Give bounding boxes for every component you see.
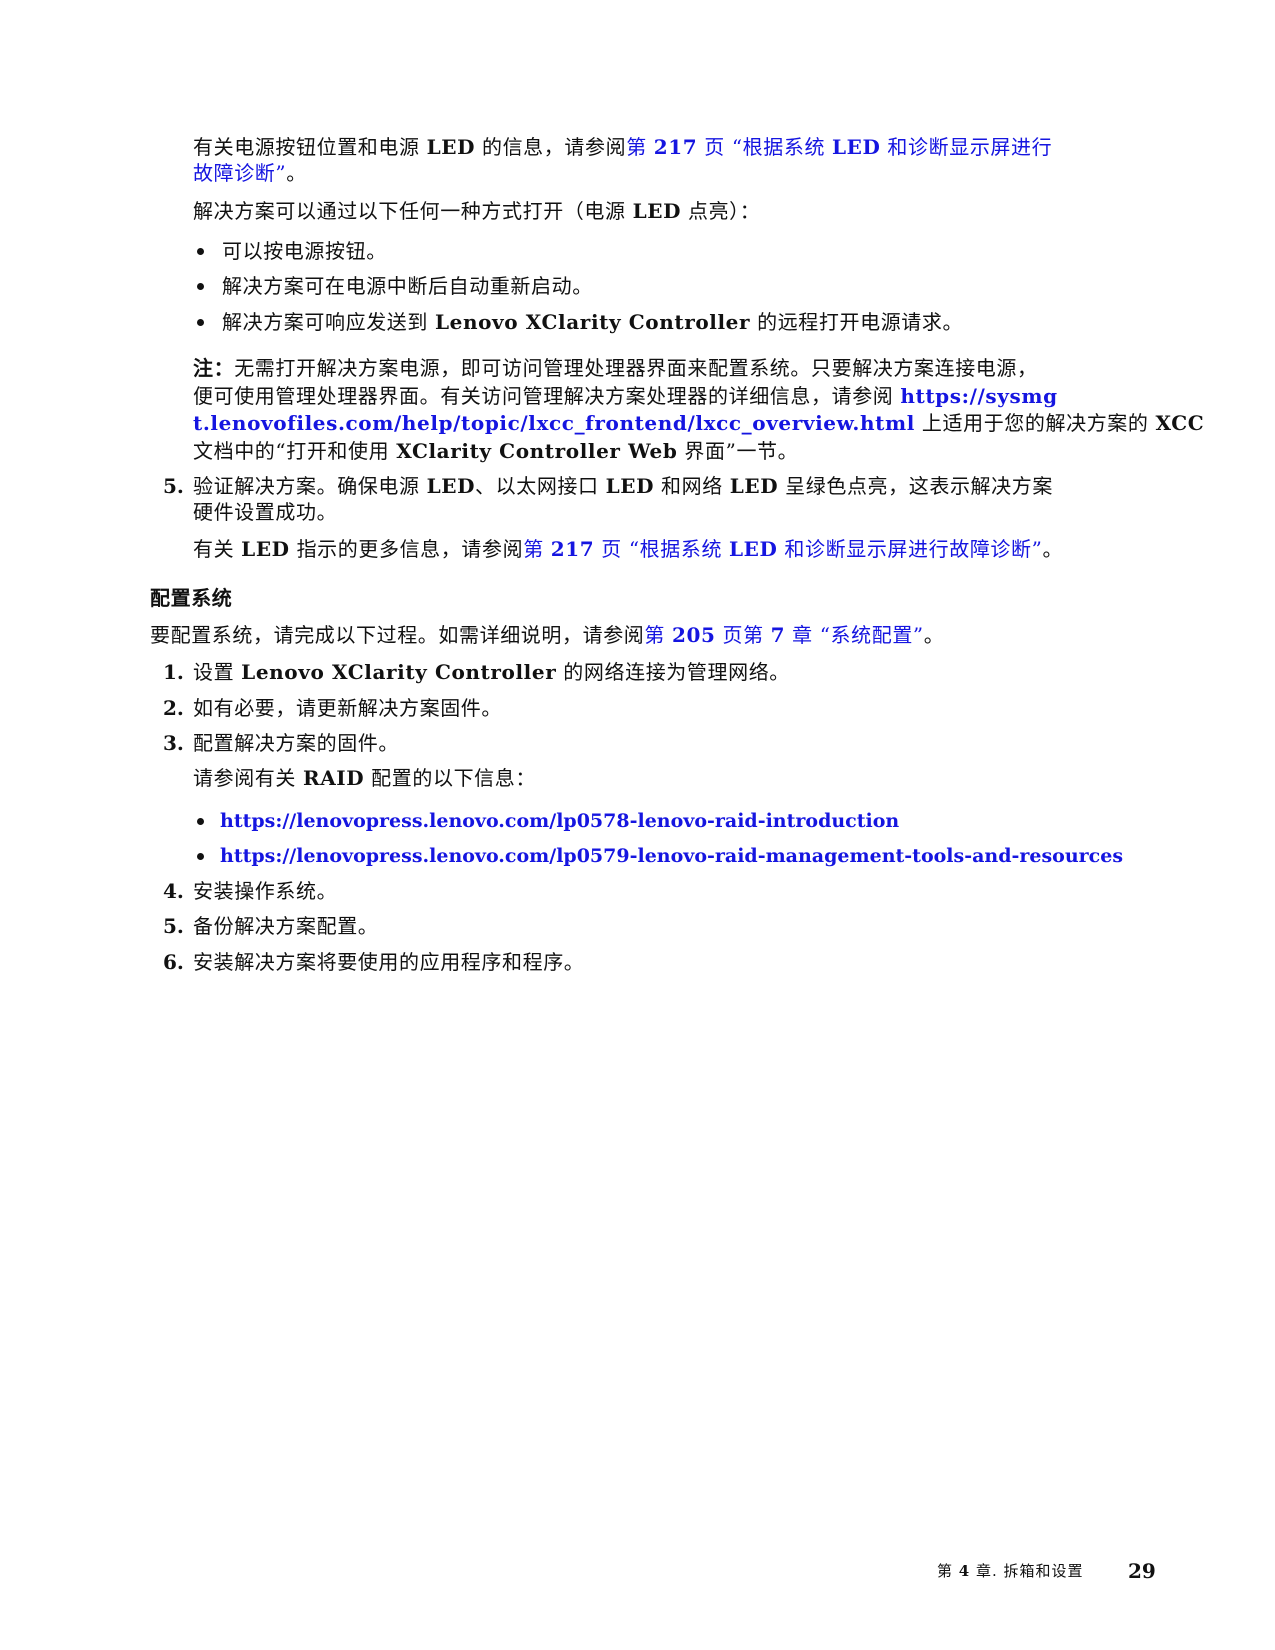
diagnostics-link-cont[interactable]: 故障诊断” [193, 161, 287, 185]
config-step-6: 安装解决方案将要使用的应用程序和程序。 [193, 950, 585, 974]
power-on-intro: 解决方案可以通过以下任何一种方式打开（电源 LED 点亮）： [193, 199, 761, 223]
led-term: LED [426, 135, 476, 159]
bullet-icon [197, 283, 204, 290]
note-line-4: 文档中的“打开和使用 XClarity Controller Web 界面”一节… [193, 439, 799, 463]
step-number: 5. [163, 474, 184, 498]
step-number: 4. [163, 879, 184, 903]
configure-intro: 要配置系统，请完成以下过程。如需详细说明，请参阅第 205 页第 7 章 “系统… [150, 623, 945, 647]
step-number: 2. [163, 696, 184, 720]
xcc-docs-link[interactable]: https://sysmg [900, 384, 1058, 408]
bullet-icon [197, 853, 204, 860]
note-line-2: 便可使用管理处理器界面。有关访问管理解决方案处理器的详细信息，请参阅 https… [193, 384, 1058, 408]
config-step-5: 备份解决方案配置。 [193, 914, 379, 938]
diagnostics-link-2[interactable]: 第 217 页 “根据系统 LED 和诊断显示屏进行故障诊断” [523, 537, 1043, 561]
step5-line-1: 验证解决方案。确保电源 LED、以太网接口 LED 和网络 LED 呈绿色点亮，… [193, 474, 1053, 498]
section-heading: 配置系统 [150, 586, 233, 610]
step-number: 5. [163, 914, 184, 938]
config-step-1: 设置 Lenovo XClarity Controller 的网络连接为管理网络… [193, 660, 790, 684]
bullet-icon [197, 319, 204, 326]
config-step-3: 配置解决方案的固件。 [193, 731, 399, 755]
power-option-1: 可以按电源按钮。 [222, 239, 387, 263]
footer-chapter: 第 4 章. 拆箱和设置 [937, 1562, 1084, 1580]
power-option-3: 解决方案可响应发送到 Lenovo XClarity Controller 的远… [222, 310, 964, 334]
step5-line-2: 硬件设置成功。 [193, 500, 338, 524]
bullet-icon [197, 248, 204, 255]
period: 。 [286, 161, 307, 185]
step-number: 1. [163, 660, 184, 684]
page-number: 29 [1128, 1559, 1156, 1583]
system-config-link[interactable]: 第 205 页第 7 章 “系统配置” [644, 623, 924, 647]
raid-tools-link[interactable]: https://lenovopress.lenovo.com/lp0579-le… [220, 845, 1124, 867]
bullet-icon [197, 818, 204, 825]
step-number: 6. [163, 950, 184, 974]
note-label: 注： [193, 356, 235, 380]
raid-intro: 请参阅有关 RAID 配置的以下信息： [193, 766, 536, 790]
note-line-3: t.lenovofiles.com/help/topic/lxcc_fronte… [193, 411, 1205, 435]
power-option-2: 解决方案可在电源中断后自动重新启动。 [222, 274, 593, 298]
xcc-docs-link-cont[interactable]: t.lenovofiles.com/help/topic/lxcc_fronte… [193, 411, 915, 435]
diagnostics-link[interactable]: 第 217 页 “根据系统 LED 和诊断显示屏进行 [626, 135, 1053, 159]
led-more-info: 有关 LED 指示的更多信息，请参阅第 217 页 “根据系统 LED 和诊断显… [193, 537, 1064, 561]
intro-line-2: 故障诊断”。 [193, 160, 307, 186]
raid-intro-link[interactable]: https://lenovopress.lenovo.com/lp0578-le… [220, 810, 900, 832]
intro-line-1: 有关电源按钮位置和电源 LED 的信息，请参阅第 217 页 “根据系统 LED… [193, 134, 1052, 160]
step-number: 3. [163, 731, 184, 755]
config-step-2: 如有必要，请更新解决方案固件。 [193, 696, 502, 720]
config-step-4: 安装操作系统。 [193, 879, 338, 903]
note-line-1: 注：无需打开解决方案电源，即可访问管理处理器界面来配置系统。只要解决方案连接电源… [193, 356, 1038, 380]
intro-text: 的信息，请参阅 [475, 135, 627, 159]
intro-text: 有关电源按钮位置和电源 [193, 135, 427, 159]
